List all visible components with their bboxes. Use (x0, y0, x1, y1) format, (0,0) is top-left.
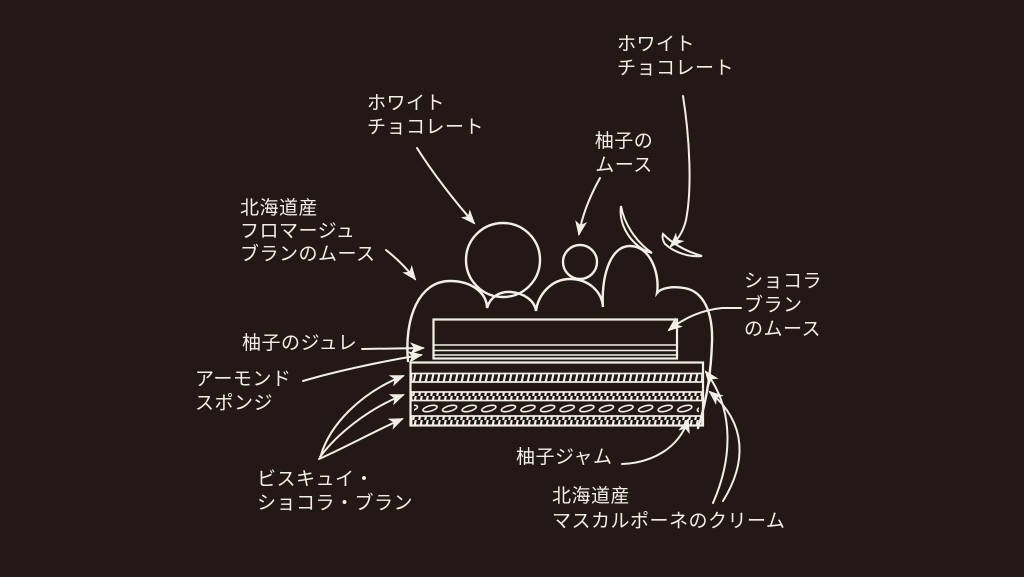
label-text: スポンジ (195, 393, 274, 414)
label-text: フロマージュ (240, 221, 356, 242)
arrow-biscuit-2 (319, 394, 405, 458)
white-chocolate-crescent-right (661, 232, 703, 258)
arrow-mascarpone-2 (708, 390, 741, 502)
arrow-white-chocolate-left (416, 147, 476, 225)
mousse-scallop-outline (406, 244, 714, 430)
biscuit-layer-2 (410, 391, 703, 402)
white-chocolate-ball (464, 221, 542, 299)
label-text: チョコレート (617, 58, 735, 79)
label-text: 柚子ジャム (516, 447, 613, 468)
label-mascarpone-cream: 北海道産 マスカルポーネのクリーム (552, 484, 785, 534)
label-white-chocolate-left: ホワイト チョコレート (367, 92, 484, 140)
label-yuzu-jam: 柚子ジャム (516, 446, 613, 470)
chocolat-blanc-mousse-box (432, 318, 679, 360)
arrow-white-chocolate-top (669, 95, 691, 248)
label-text: ホワイト (367, 93, 446, 114)
arrow-biscuit-3 (318, 418, 404, 460)
biscuit-layer-1 (410, 372, 703, 383)
label-chocolat-blanc-mousse: ショコラ ブラン のムース (744, 270, 822, 342)
label-text: ショコラ (744, 271, 823, 292)
label-text: 柚子の (594, 131, 654, 152)
label-text: チョコレート (367, 117, 485, 138)
arrow-yuzu-jam (621, 418, 690, 465)
label-text: ブラン (744, 295, 803, 316)
arrow-biscuit-1 (320, 375, 405, 456)
label-yuzu-jelly: 柚子のジュレ (242, 332, 357, 356)
label-yuzu-mousse: 柚子の ムース (584, 130, 664, 178)
arrow-chocolat-blanc-mousse (667, 307, 742, 332)
label-text: ビスキュイ・ (257, 469, 375, 490)
label-text: アーモンド (195, 369, 292, 390)
label-biscuit-chocolat-blanc: ビスキュイ・ ショコラ・ブラン (257, 468, 413, 516)
label-text: 北海道産 (240, 198, 319, 219)
label-text: ショコラ・ブラン (257, 493, 414, 514)
label-text: ブランのムース (240, 244, 376, 265)
label-text: ムース (595, 155, 653, 176)
yuzu-jelly-and-almond-sponge-strips (434, 344, 677, 356)
arrow-yuzu-jelly (361, 342, 425, 355)
yuzu-jam-layer (414, 402, 699, 415)
arrow-yuzu-mousse (575, 177, 601, 236)
arrow-fromage-blanc-mousse (385, 249, 417, 281)
biscuit-layer-3 (410, 415, 703, 427)
label-text: のムース (744, 319, 822, 340)
biscuit-cream-stack (409, 361, 705, 427)
arrow-mascarpone-1 (704, 370, 729, 504)
label-text: ホワイト (617, 34, 696, 55)
label-text: 柚子のジュレ (242, 333, 358, 354)
label-text: 北海道産 (552, 486, 631, 507)
label-white-chocolate-top: ホワイト チョコレート (617, 33, 734, 81)
mousse-dome-row (406, 205, 714, 430)
label-fromage-blanc-mousse: 北海道産 フロマージュ ブランのムース (240, 197, 376, 266)
white-chocolate-crescent-left (619, 205, 653, 254)
label-text: マスカルポーネのクリーム (552, 511, 786, 532)
arrow-almond-sponge (302, 351, 423, 382)
label-almond-sponge: アーモンド スポンジ (195, 368, 291, 416)
yuzu-mousse-ball (561, 243, 599, 281)
